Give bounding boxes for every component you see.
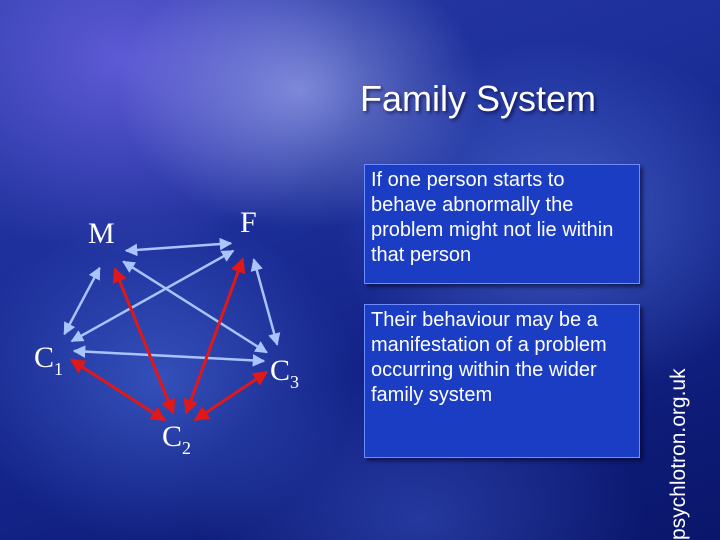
text-box-family-system-text: Their behaviour may be a manifestation o…	[371, 309, 607, 406]
edge-m-c1	[63, 266, 101, 336]
diagram-edges	[63, 237, 281, 422]
edge-f-c1	[70, 249, 235, 343]
text-box-family-system: Their behaviour may be a manifestation o…	[364, 304, 640, 458]
diagram-nodes: M F C1 C3 C2	[34, 206, 299, 458]
edge-c3-c2	[193, 370, 269, 422]
text-box-abnormal-behaviour-text: If one person starts to behave abnormall…	[371, 169, 614, 266]
edge-m-f	[124, 237, 233, 257]
text-box-abnormal-behaviour: If one person starts to behave abnormall…	[364, 164, 640, 284]
edge-f-c2	[183, 257, 246, 415]
watermark: psychlotron.org.uk	[667, 368, 690, 540]
node-f: F	[240, 206, 257, 239]
slide-title: Family System	[360, 78, 597, 119]
edge-f-c3	[250, 258, 281, 346]
edge-m-c3	[122, 260, 268, 354]
node-m: M	[88, 217, 115, 250]
node-c2: C2	[162, 420, 191, 458]
node-c1: C1	[34, 341, 63, 379]
node-c3: C3	[270, 354, 299, 392]
edge-c1-c2	[69, 358, 167, 422]
edge-c1-c3	[72, 345, 266, 367]
